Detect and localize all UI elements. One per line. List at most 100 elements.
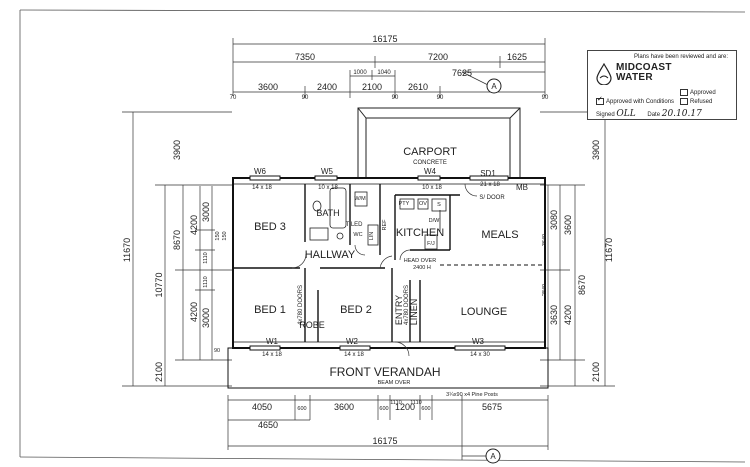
approved-conditions-checkbox bbox=[596, 95, 604, 105]
room-robe-note: 4x780 DOORS bbox=[298, 285, 304, 325]
window-marks bbox=[249, 175, 509, 351]
dim-top-bit-3: 90 bbox=[437, 95, 444, 101]
kitchen-fixtures bbox=[399, 198, 447, 250]
dim-left-3000-top: 3000 bbox=[201, 202, 211, 222]
dim-top-bit-0: 70 bbox=[230, 95, 237, 101]
dim-bottom-row-1: 3600 bbox=[334, 402, 354, 412]
option-approved-label: Approved bbox=[690, 89, 716, 96]
dim-bottom-small-1: 600 bbox=[379, 406, 388, 412]
room-entry: ENTRY bbox=[394, 295, 404, 325]
room-bed3: BED 3 bbox=[254, 221, 286, 233]
section-marker-top bbox=[461, 71, 502, 94]
window-s-door: S/ DOOR bbox=[479, 195, 505, 201]
dim-right-small-0: 3640 bbox=[542, 234, 548, 246]
label-dw: D/W bbox=[429, 218, 441, 224]
dim-bottom-overall: 16175 bbox=[372, 436, 397, 446]
dim-top-overall: 16175 bbox=[372, 34, 397, 44]
dim-left-3900: 3900 bbox=[172, 140, 182, 160]
option-approved-conditions-label: Approved with Conditions bbox=[606, 98, 675, 105]
label-fj: F/J bbox=[427, 241, 435, 247]
dim-top-mid: 7200 bbox=[428, 52, 448, 62]
option-approved: Approved bbox=[680, 89, 716, 96]
window-w2: W2 bbox=[346, 337, 359, 346]
dim-bottom-row-3: 5675 bbox=[482, 402, 502, 412]
option-refused-label: Refused bbox=[690, 98, 713, 105]
dim-left-4200-bot: 4200 bbox=[189, 302, 199, 322]
window-w5-size: 10 x 18 bbox=[318, 185, 338, 191]
section-marker-bottom bbox=[462, 448, 501, 464]
label-ref: REF bbox=[382, 219, 388, 231]
door-swings bbox=[291, 183, 478, 357]
label-s: S bbox=[437, 202, 441, 208]
main-walls bbox=[227, 177, 549, 389]
room-bath: BATH bbox=[316, 208, 339, 218]
dim-top-row-3: 2610 bbox=[408, 82, 428, 92]
refused-checkbox bbox=[680, 98, 688, 105]
window-sd1: SD1 bbox=[480, 169, 496, 178]
window-w6-size: 14 x 18 bbox=[252, 185, 272, 191]
dim-top-bit-1: 90 bbox=[302, 95, 309, 101]
dim-left-3000-bot: 3000 bbox=[201, 308, 211, 328]
water-drop-icon bbox=[596, 63, 612, 85]
section-label-top: A bbox=[491, 82, 497, 91]
dim-top-bit-4: 90 bbox=[542, 95, 549, 101]
brand-line-2: WATER bbox=[616, 72, 653, 83]
label-wm: W/M bbox=[354, 196, 366, 202]
dim-left-outer: 11670 bbox=[122, 238, 132, 262]
label-head-over-val: 2400 H bbox=[413, 265, 431, 271]
label-ov: OV bbox=[419, 201, 427, 207]
window-w4: W4 bbox=[424, 167, 437, 176]
room-bed2: BED 2 bbox=[340, 304, 372, 316]
dim-top-bit-2: 90 bbox=[392, 95, 399, 101]
date-value: 20.10.17 bbox=[661, 109, 702, 119]
dim-top-row-2: 2100 bbox=[362, 82, 382, 92]
interior-walls bbox=[233, 184, 545, 342]
label-posts: 3¼x90 x4 Pine Posts bbox=[446, 392, 498, 398]
room-front-verandah: FRONT VERANDAH bbox=[329, 365, 440, 379]
dim-bottom-small-4: 1110 bbox=[410, 400, 421, 406]
dim-top-row-1: 2400 bbox=[317, 82, 337, 92]
dim-top-small-1: 1040 bbox=[377, 70, 391, 76]
room-entry-door: 4x780 DOORS bbox=[404, 285, 410, 325]
room-carport-sub: CONCRETE bbox=[413, 160, 447, 166]
label-lin: LIN bbox=[369, 232, 375, 241]
dim-bottom-small-3: 1110 bbox=[390, 400, 401, 406]
window-sd1-size: 21 x 18 bbox=[480, 182, 500, 188]
dim-right-inner: 8670 bbox=[577, 275, 587, 295]
dim-left-4200-top: 4200 bbox=[189, 215, 199, 235]
window-mb: MB bbox=[516, 183, 528, 192]
window-w3-size: 14 x 30 bbox=[470, 352, 490, 358]
option-refused: Refused bbox=[680, 98, 712, 105]
dim-top-right: 1625 bbox=[507, 52, 527, 62]
dim-right-3080: 3080 bbox=[549, 210, 559, 230]
window-w3: W3 bbox=[472, 337, 485, 346]
dim-left-inner: 8670 bbox=[172, 230, 182, 250]
brand-logo: MIDCOAST WATER bbox=[616, 63, 672, 83]
room-carport: CARPORT bbox=[403, 146, 457, 158]
option-approved-conditions: Approved with Conditions bbox=[596, 95, 675, 105]
dim-bottom-row-0: 4050 bbox=[252, 402, 272, 412]
dim-right-4200: 4200 bbox=[563, 305, 573, 325]
room-hallway: HALLWAY bbox=[305, 249, 356, 261]
label-beam-over: BEAM OVER bbox=[378, 380, 411, 386]
dim-bottom-4650: 4650 bbox=[258, 420, 278, 430]
signed-label: Signed bbox=[596, 112, 615, 118]
room-bed1: BED 1 bbox=[254, 304, 286, 316]
dim-right-3900: 3900 bbox=[591, 140, 601, 160]
dim-top-row-0: 3600 bbox=[258, 82, 278, 92]
dim-top-extra: 7625 bbox=[452, 68, 472, 78]
window-w6: W6 bbox=[254, 167, 267, 176]
dim-left-small-4: 90 bbox=[214, 348, 220, 354]
window-w1: W1 bbox=[266, 337, 279, 346]
dim-left-small-2: 1110 bbox=[203, 252, 209, 263]
dim-right-outer: 11670 bbox=[604, 238, 614, 262]
carport bbox=[357, 107, 521, 178]
label-pty: PTY bbox=[399, 201, 410, 207]
dim-right-small-1: 2840 bbox=[542, 284, 548, 296]
bath-fixtures bbox=[309, 187, 379, 246]
section-label-bottom: A bbox=[490, 452, 496, 461]
dim-bottom-row-2: 1200 bbox=[395, 402, 415, 412]
approval-stamp: Plans have been reviewed and are: MIDCOA… bbox=[587, 50, 737, 120]
approved-checkbox bbox=[680, 89, 688, 96]
